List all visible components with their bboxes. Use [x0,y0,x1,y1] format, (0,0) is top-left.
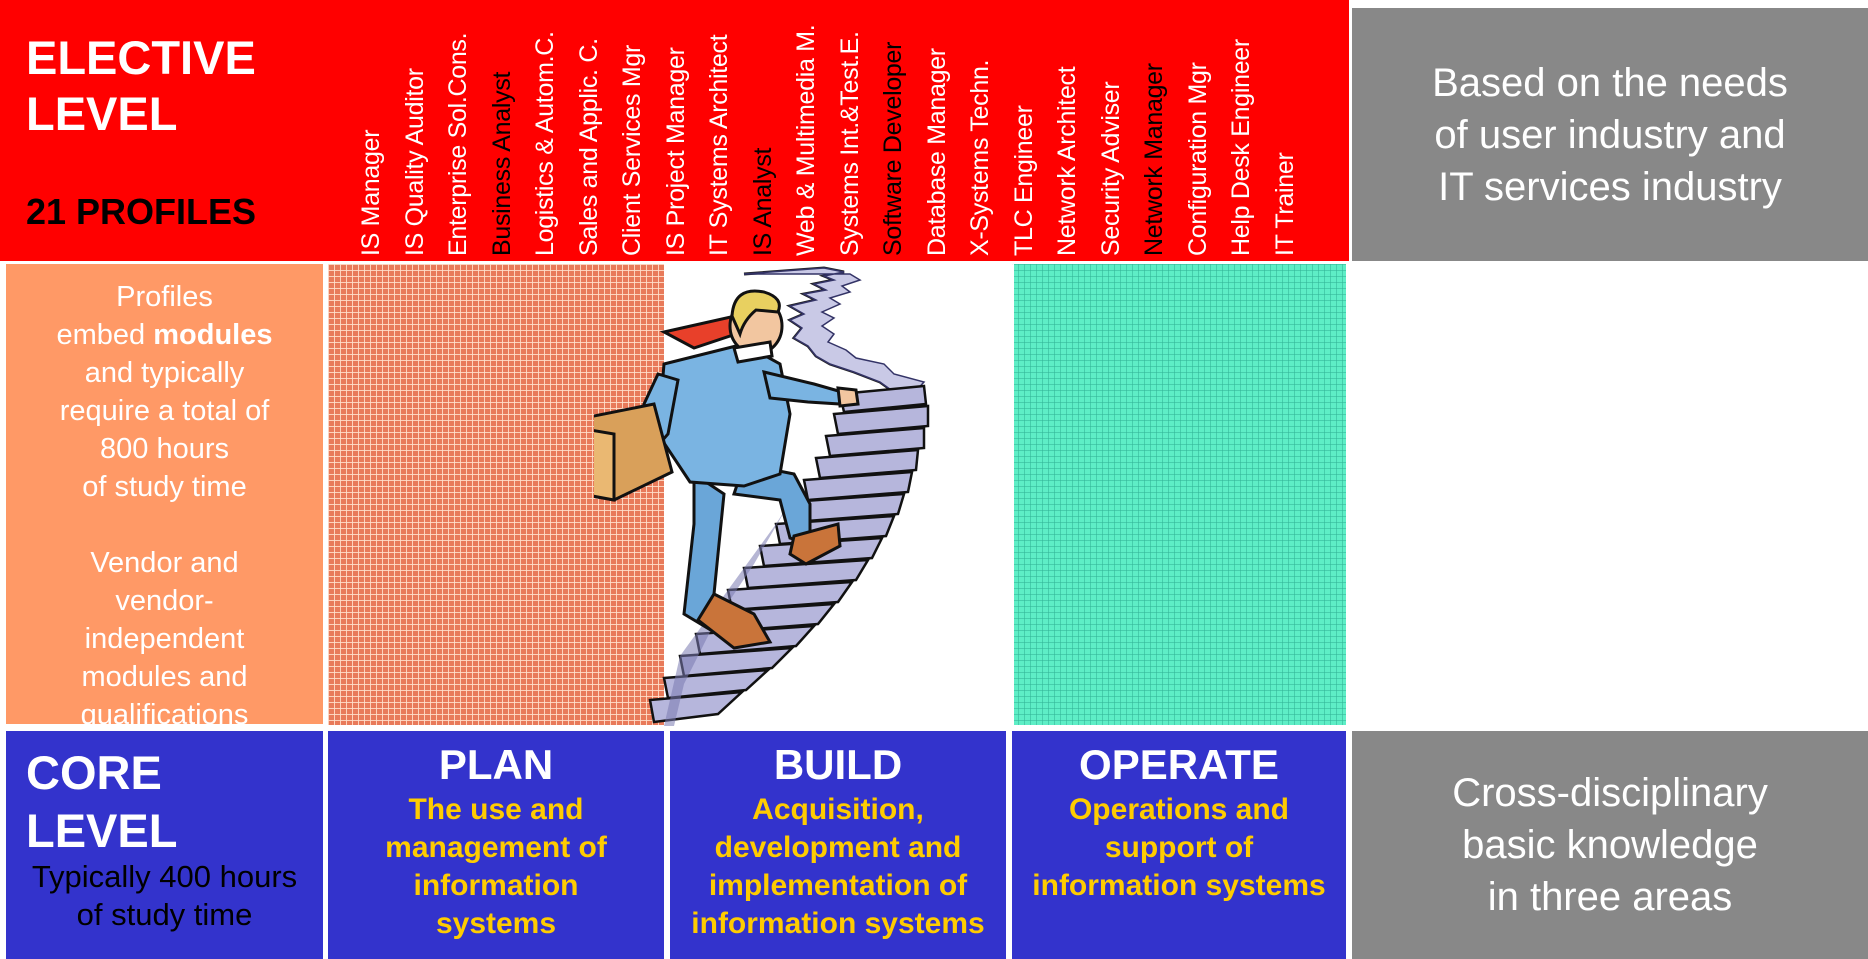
needs-box: Based on the needs of user industry and … [1352,8,1868,261]
needs-text: Based on the needs of user industry and … [1432,60,1788,209]
profiles-description: Profiles embed modules and typically req… [6,264,323,724]
profile-label: X-Systems Techn. [966,59,994,256]
profile-label: Configuration Mgr [1183,62,1212,256]
vendor-line: vendor- [115,585,214,617]
cross-disciplinary-text: Cross-disciplinary basic knowledge in th… [1452,771,1768,919]
operate-title: OPERATE [1079,741,1279,788]
profiles-embed-line: embed modules [56,319,273,351]
build-area: BUILD Acquisition, development and imple… [670,731,1006,959]
operate-area: OPERATE Operations and support of inform… [1012,731,1346,959]
profiles-line: of study time [82,471,247,503]
profile-label: Network Architect [1053,66,1081,256]
core-level-box [6,731,323,959]
businessman-climbing-stairs-illustration [594,264,1014,726]
profiles-line: Profiles [116,281,213,313]
core-level-title: CORE LEVEL [26,746,178,857]
plan-description: The use and management of information sy… [385,793,607,940]
core-study-time: Typically 400 hours of study time [31,859,298,932]
profile-label: Database Manager [922,48,951,256]
build-description: Acquisition, development and implementat… [691,793,985,940]
elective-level-title: ELECTIVE LEVEL [26,31,256,140]
vendor-line: Vendor and [90,547,239,579]
profile-label: IS Quality Auditor [400,68,429,256]
businessman-figure [594,289,860,650]
operate-description: Operations and support of information sy… [1032,793,1326,902]
profile-label: Network Manager [1140,63,1168,256]
vendor-line: independent [84,623,245,655]
profile-label: Logistics & Autom.C. [531,31,559,256]
vendor-line: modules and [81,661,248,693]
profile-label: Web & Multimedia M. [792,24,820,256]
profile-label: IS Analyst [748,147,777,256]
profile-label: IS Project Manager [661,47,690,256]
cross-disciplinary-box: Cross-disciplinary basic knowledge in th… [1352,731,1868,959]
profile-label: Client Services Mgr [618,44,646,256]
vendor-line: qualifications [80,699,249,724]
profile-label: Sales and Applic. C. [574,38,603,256]
profile-label: Software Developer [879,41,907,256]
operate-grid-area [1012,264,1346,725]
profiles-line: require a total of [59,395,270,427]
profile-label: Enterprise Sol.Cons. [444,32,472,256]
profile-label: TLC Engineer [1009,105,1038,256]
profile-label: Help Desk Engineer [1227,39,1255,256]
elective-level-band [0,0,1349,261]
profiles-line: and typically [84,357,245,389]
profiles-count: 21 PROFILES [26,191,257,232]
profile-label: Security Adviser [1096,81,1125,256]
profile-label: Business Analyst [487,71,516,256]
profile-label: IS Manager [357,129,385,256]
profile-label: Systems Int.&Test.E. [835,31,864,256]
plan-area: PLAN The use and management of informati… [328,731,664,959]
plan-title: PLAN [438,741,554,788]
profile-label: IT Systems Architect [705,34,733,256]
build-title: BUILD [773,741,903,788]
profiles-line: 800 hours [100,433,229,465]
profile-label: IT Trainer [1270,152,1299,256]
modules-emphasis: modules [153,319,273,351]
